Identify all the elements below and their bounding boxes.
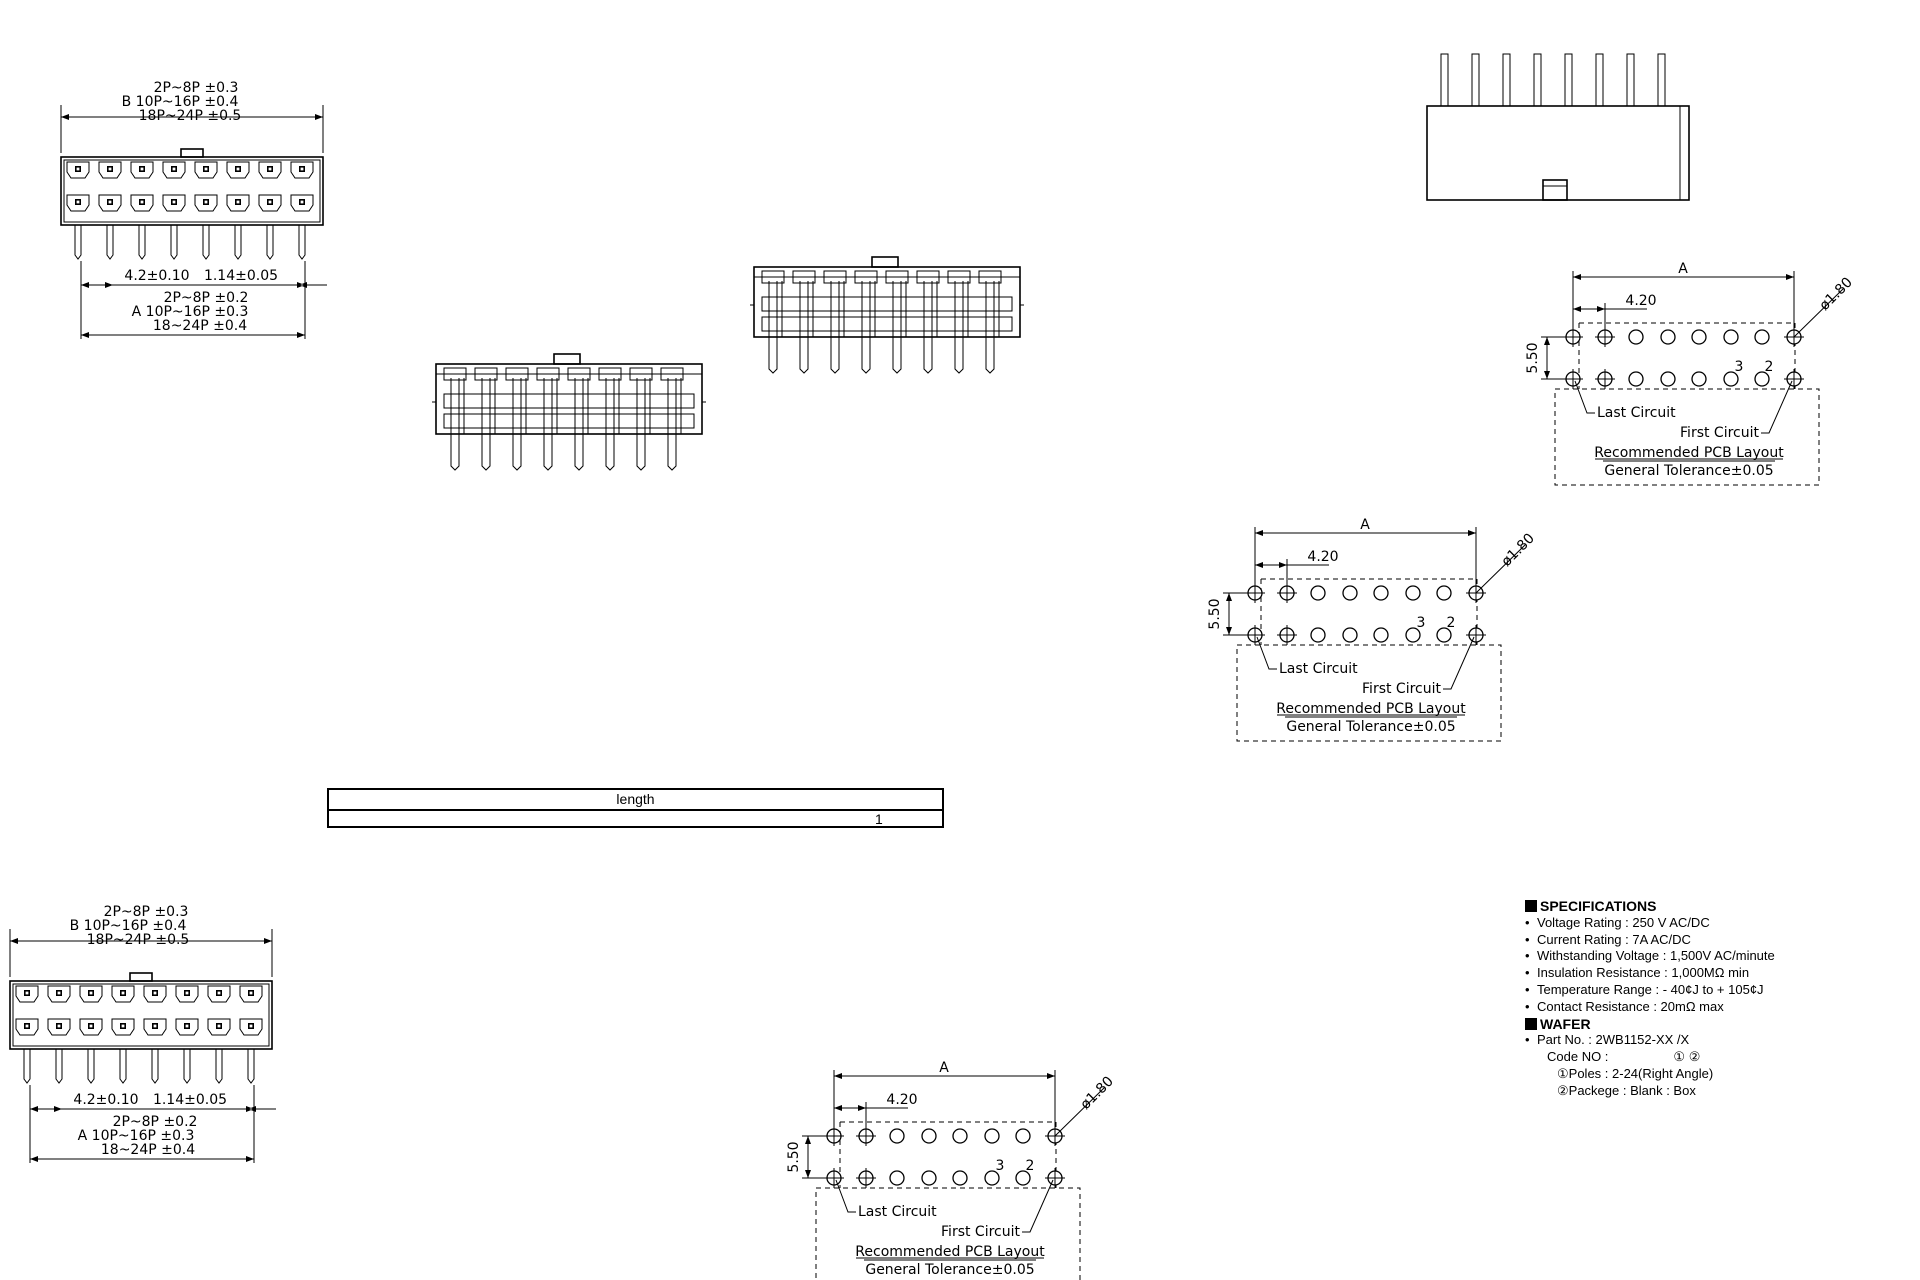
spec-withstanding: •Withstanding Voltage : 1,500V AC/minute: [1525, 948, 1775, 964]
package-note: ②Packege : Blank : Box: [1557, 1082, 1696, 1098]
length-table: length 1: [327, 788, 944, 828]
pin3-label: 3: [996, 1158, 1005, 1174]
row-gap-label: 5.50: [1525, 342, 1541, 373]
pitch-label: 4.20: [886, 1092, 917, 1108]
pin-width-dim-bottom: 1.14±0.05: [153, 1092, 227, 1108]
tol-b-line1: 2P~8P ±0.3: [154, 80, 239, 96]
tol-a-line3: 18~24P ±0.4: [153, 318, 247, 334]
hole-dia-label: ø1.80: [1078, 1073, 1117, 1112]
first-circuit-label: First Circuit: [1362, 681, 1441, 697]
spec-current: •Current Rating : 7A AC/DC: [1525, 931, 1691, 947]
hole-dia-label: ø1.80: [1499, 530, 1538, 569]
pcb-layout-top-right: A 4.20 5.50 ø1.80 3 2 Last Circuit First…: [1525, 261, 1856, 486]
first-circuit-label: First Circuit: [1680, 425, 1759, 441]
spec-insulation: •Insulation Resistance : 1,000MΩ min: [1525, 965, 1750, 981]
specifications-title: SPECIFICATIONS: [1540, 898, 1657, 914]
row-gap-label: 5.50: [1207, 598, 1223, 629]
pcb-layout-middle: A 4.20 5.50 ø1.80 3 2 Last Circuit First…: [1207, 517, 1538, 742]
hole-dia-label: ø1.80: [1817, 274, 1856, 313]
connector-side-view: [1426, 53, 1690, 201]
specifications-block: SPECIFICATIONS •Voltage Rating : 250 V A…: [1525, 898, 1885, 1100]
pcb-title: Recommended PCB Layout: [855, 1244, 1045, 1260]
connector-iso-view-left: [431, 353, 707, 471]
wafer-heading: WAFER: [1525, 1016, 1885, 1033]
specifications-heading: SPECIFICATIONS: [1525, 898, 1885, 915]
row-gap-label: 5.50: [786, 1141, 802, 1172]
pin-width-dim: 1.14±0.05: [204, 268, 278, 284]
tolerance-label: General Tolerance±0.05: [1286, 719, 1455, 735]
pitch-label: 4.20: [1625, 293, 1656, 309]
dim-a-label: A: [1360, 517, 1370, 533]
tol-b-line1-bottom: 2P~8P ±0.3: [104, 904, 189, 920]
tolerance-label: General Tolerance±0.05: [1604, 463, 1773, 479]
pin2-label: 2: [1026, 1158, 1035, 1174]
length-value: 1: [875, 811, 883, 827]
first-circuit-label: First Circuit: [941, 1224, 1020, 1240]
last-circuit-label: Last Circuit: [1597, 405, 1676, 421]
tol-b-line2-bottom: B 10P~16P ±0.4: [70, 918, 187, 934]
part-number: •Part No. : 2WB1152-XX /X: [1525, 1032, 1690, 1048]
spec-contact: •Contact Resistance : 20mΩ max: [1525, 998, 1724, 1014]
dim-a-label: A: [1678, 261, 1688, 277]
pin2-label: 2: [1765, 359, 1774, 375]
tol-a-line1-bottom: 2P~8P ±0.2: [113, 1114, 198, 1130]
pitch-dim-bottom: 4.2±0.10: [73, 1092, 138, 1108]
pcb-title: Recommended PCB Layout: [1594, 445, 1784, 461]
last-circuit-label: Last Circuit: [858, 1204, 937, 1220]
pitch-label: 4.20: [1307, 549, 1338, 565]
pin2-label: 2: [1447, 615, 1456, 631]
wafer-title: WAFER: [1540, 1015, 1591, 1032]
length-row: 1: [329, 811, 942, 828]
spec-voltage: •Voltage Rating : 250 V AC/DC: [1525, 914, 1710, 930]
connector-iso-view-center: [749, 256, 1025, 374]
tol-b-line3: 18P~24P ±0.5: [139, 108, 242, 124]
dim-a-label: A: [939, 1060, 949, 1076]
tol-b-line2: B 10P~16P ±0.4: [122, 94, 239, 110]
tol-a-line3-bottom: 18~24P ±0.4: [101, 1142, 195, 1158]
spec-temperature: •Temperature Range : - 40¢J to + 105¢J: [1525, 981, 1764, 997]
tol-b-line3-bottom: 18P~24P ±0.5: [87, 932, 190, 948]
tolerance-label: General Tolerance±0.05: [865, 1262, 1034, 1278]
tol-a-line1: 2P~8P ±0.2: [164, 290, 249, 306]
poles-note: ①Poles : 2-24(Right Angle): [1557, 1065, 1714, 1081]
pin3-label: 3: [1417, 615, 1426, 631]
pcb-title: Recommended PCB Layout: [1276, 701, 1466, 717]
tol-a-line2: A 10P~16P ±0.3: [132, 304, 249, 320]
pitch-dim: 4.2±0.10: [124, 268, 189, 284]
pin3-label: 3: [1735, 359, 1744, 375]
tol-a-line2-bottom: A 10P~16P ±0.3: [78, 1128, 195, 1144]
code-number: Code NO : ① ②: [1547, 1049, 1701, 1065]
length-header: length: [329, 790, 942, 811]
last-circuit-label: Last Circuit: [1279, 661, 1358, 677]
pcb-layout-bottom: A 4.20 5.50 ø1.80 3 2 Last Circuit First…: [786, 1060, 1117, 1280]
